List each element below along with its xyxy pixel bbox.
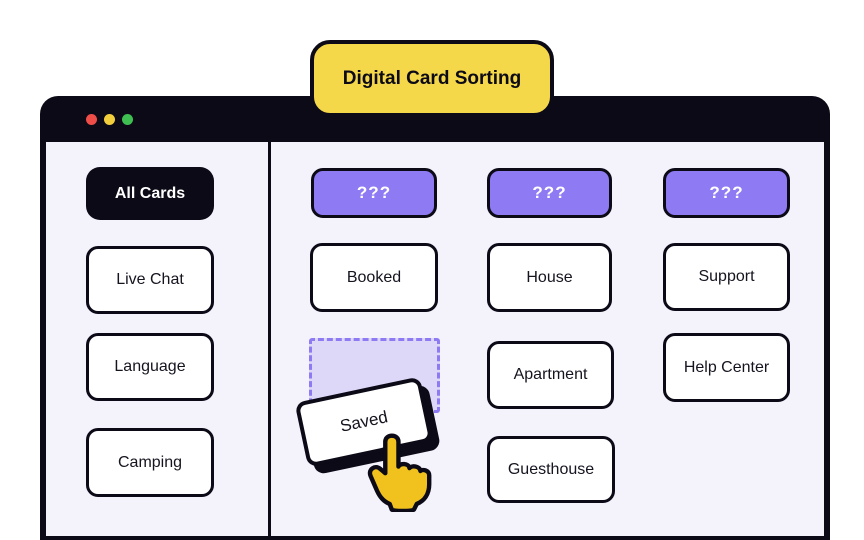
hand-cursor-icon <box>367 433 432 512</box>
column-header-1[interactable]: ??? <box>311 168 437 218</box>
column-header-2[interactable]: ??? <box>487 168 612 218</box>
title-badge: Digital Card Sorting <box>310 40 554 117</box>
sidebar-card-language[interactable]: Language <box>86 333 214 401</box>
card-help-center[interactable]: Help Center <box>663 333 790 402</box>
column-header-3[interactable]: ??? <box>663 168 790 218</box>
sidebar-item-all-cards[interactable]: All Cards <box>86 167 214 220</box>
minimize-window-dot-icon[interactable] <box>104 113 115 125</box>
card-apartment[interactable]: Apartment <box>487 341 614 409</box>
card-guesthouse[interactable]: Guesthouse <box>487 436 615 503</box>
sidebar-card-camping[interactable]: Camping <box>86 428 214 497</box>
title-badge-label: Digital Card Sorting <box>342 67 522 89</box>
sidebar-card-live-chat[interactable]: Live Chat <box>86 246 214 314</box>
window-body: All Cards Live Chat Language Camping ???… <box>46 142 824 536</box>
card-support[interactable]: Support <box>663 243 790 311</box>
maximize-window-dot-icon[interactable] <box>122 113 133 125</box>
close-window-dot-icon[interactable] <box>86 113 97 125</box>
card-booked[interactable]: Booked <box>310 243 438 312</box>
panel-divider <box>268 142 271 536</box>
window-titlebar <box>40 96 830 142</box>
app-window: All Cards Live Chat Language Camping ???… <box>40 96 830 540</box>
card-house[interactable]: House <box>487 243 612 312</box>
